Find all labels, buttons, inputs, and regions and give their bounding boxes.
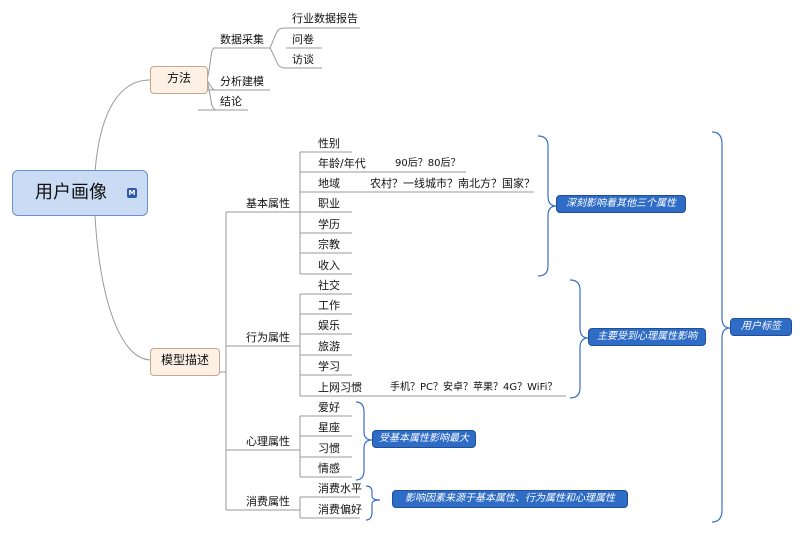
callout-basic[interactable]: 深刻影响着其他三个属性	[556, 195, 686, 213]
brace-basic	[537, 135, 557, 277]
node-consume-level[interactable]: 消费水平	[318, 482, 362, 495]
node-interview[interactable]: 访谈	[292, 53, 314, 66]
node-data-collection[interactable]: 数据采集	[220, 33, 264, 46]
node-hobby[interactable]: 爱好	[318, 401, 340, 414]
node-education[interactable]: 学历	[318, 218, 340, 231]
node-modeling[interactable]: 分析建模	[220, 75, 264, 88]
node-age[interactable]: 年龄/年代	[318, 157, 366, 170]
brace-all	[711, 131, 731, 523]
callout-psych[interactable]: 受基本属性影响最大	[372, 430, 476, 448]
node-travel[interactable]: 旅游	[318, 340, 340, 353]
root-node[interactable]: 用户画像 M	[12, 170, 148, 216]
node-net-habit[interactable]: 上网习惯	[318, 381, 362, 394]
connector-method-conclusion	[206, 79, 217, 111]
callout-user-tag[interactable]: 用户标签	[730, 318, 792, 336]
node-region[interactable]: 地域	[318, 177, 340, 190]
connector-method-collect	[206, 47, 217, 81]
note-age[interactable]: 90后？80后？	[395, 158, 461, 169]
node-consume-attr[interactable]: 消费属性	[246, 495, 290, 508]
node-habit[interactable]: 习惯	[318, 442, 340, 455]
brace-behavior	[569, 279, 589, 399]
callout-behavior[interactable]: 主要受到心理属性影响	[588, 328, 706, 346]
brace-psych	[355, 401, 373, 481]
node-behavior-attr[interactable]: 行为属性	[246, 331, 290, 344]
node-method[interactable]: 方法	[150, 66, 208, 94]
node-zodiac[interactable]: 星座	[318, 421, 340, 434]
node-emotion[interactable]: 情感	[318, 462, 340, 475]
node-entertainment[interactable]: 娱乐	[318, 319, 340, 332]
node-gender[interactable]: 性别	[318, 137, 340, 150]
node-income[interactable]: 收入	[318, 259, 340, 272]
node-study[interactable]: 学习	[318, 360, 340, 373]
note-net-habit[interactable]: 手机？PC？安卓？苹果？4G？WiFi？	[390, 382, 558, 393]
brace-consume	[365, 485, 381, 521]
node-psych-attr[interactable]: 心理属性	[246, 435, 290, 448]
node-model[interactable]: 模型描述	[150, 348, 220, 376]
node-work[interactable]: 工作	[318, 299, 340, 312]
callout-consume[interactable]: 影响因素来源于基本属性、行为属性和心理属性	[392, 490, 628, 508]
note-region[interactable]: 农村？一线城市？南北方？国家？	[370, 177, 535, 190]
node-social[interactable]: 社交	[318, 279, 340, 292]
node-basic-attr[interactable]: 基本属性	[246, 197, 290, 210]
node-conclusion[interactable]: 结论	[220, 95, 242, 108]
node-method-label: 方法	[166, 71, 191, 85]
marker-icon[interactable]: M	[127, 188, 137, 198]
node-job[interactable]: 职业	[318, 197, 340, 210]
connector-root-model	[94, 215, 151, 361]
node-report[interactable]: 行业数据报告	[292, 12, 358, 25]
node-consume-pref[interactable]: 消费偏好	[318, 503, 362, 516]
root-label: 用户画像	[35, 182, 107, 203]
node-survey[interactable]: 问卷	[292, 33, 314, 46]
connector-root-method	[94, 79, 151, 173]
node-model-label: 模型描述	[160, 353, 209, 367]
node-religion[interactable]: 宗教	[318, 238, 340, 251]
